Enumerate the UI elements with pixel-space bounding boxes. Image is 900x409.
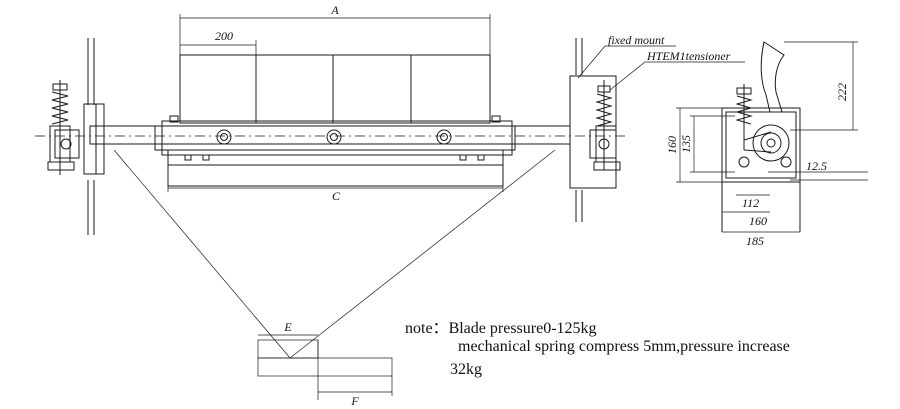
side-view	[721, 41, 801, 232]
dim-160-left-label: 160	[665, 136, 679, 154]
left-tensioner	[47, 38, 105, 235]
dim-12-5-label: 12.5	[806, 159, 827, 173]
dim-112-label: 112	[742, 196, 759, 210]
dim-c-label: C	[332, 189, 341, 203]
dimension-c: C	[167, 186, 504, 203]
dimension-a: A	[179, 3, 491, 58]
callouts: fixed mount HTEM1tensioner	[577, 33, 745, 91]
note-line-2: mechanical spring compress 5mm,pressure …	[458, 338, 790, 355]
fixed-mount-label: fixed mount	[608, 33, 665, 47]
dim-160-bottom-label: 160	[749, 214, 767, 228]
dim-e-label: E	[283, 320, 292, 334]
dim-f-label: F	[350, 394, 359, 408]
main-shaft	[35, 115, 625, 187]
tensioner-label: HTEM1tensioner	[646, 49, 731, 63]
right-tensioner	[569, 38, 621, 222]
angle-lines: E F	[113, 149, 556, 408]
dim-a-label: A	[330, 3, 339, 17]
dim-200-label: 200	[215, 29, 233, 43]
dim-222-label: 222	[835, 83, 849, 101]
dim-135-label: 135	[679, 135, 693, 153]
dimension-200: 200	[180, 29, 257, 55]
dim-185-label: 185	[746, 234, 764, 248]
side-dimensions: 160 135 222 12.5 112 160 185	[665, 41, 868, 248]
blade-segments	[179, 54, 491, 124]
note-prefix: note：	[405, 320, 449, 337]
note-line-3: 32kg	[450, 361, 482, 378]
note-line-1: note：Blade pressure0-125kg	[405, 314, 597, 338]
note-blade-pressure: Blade pressure0-125kg	[448, 320, 597, 337]
